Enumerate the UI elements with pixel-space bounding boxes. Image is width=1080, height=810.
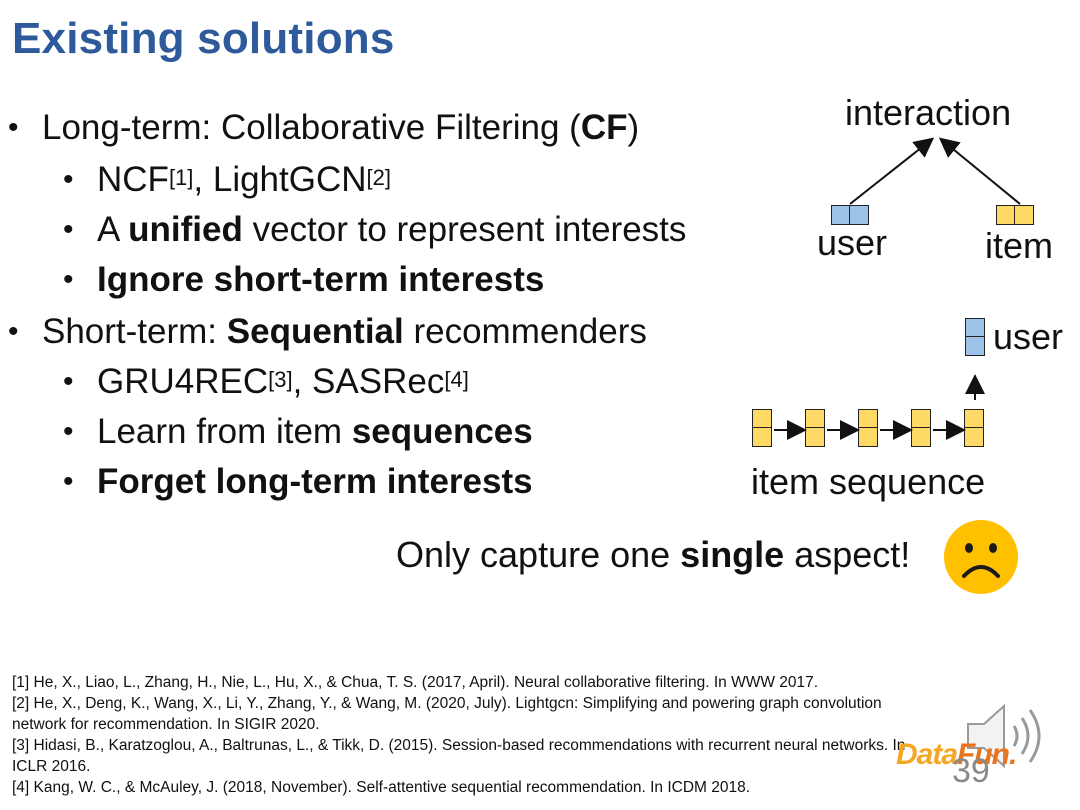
item-seq-1: [752, 409, 772, 447]
item-seq-5: [964, 409, 984, 447]
item-label: item: [985, 225, 1054, 266]
item-to-interaction-arrow: [938, 137, 1021, 205]
sequence-arrows: [774, 420, 966, 440]
bullet-ncf: •NCF[1], LightGCN[2]: [63, 160, 391, 199]
bullet-ignore: •Ignore short-term interests: [63, 260, 545, 299]
user-embedding: [831, 205, 869, 225]
reference-1: [1] He, X., Liao, L., Zhang, H., Nie, L.…: [12, 674, 819, 691]
item-embedding: [996, 205, 1034, 225]
item-seq-4: [911, 409, 931, 447]
page-number: 39: [952, 752, 990, 790]
reference-2: [2] He, X., Deng, K., Wang, X., Li, Y., …: [12, 695, 882, 712]
item-sequence-label: item sequence: [751, 461, 986, 502]
speaker-icon[interactable]: [962, 700, 1050, 772]
bullet-long-term: •Long-term: Collaborative Filtering (CF): [8, 108, 640, 147]
sad-face-icon: [944, 520, 1018, 594]
interaction-label: interaction: [845, 92, 1012, 133]
user-label-sequential: user: [993, 316, 1064, 357]
bullet-unified: •A unified vector to represent interests: [63, 210, 687, 249]
up-arrow: [965, 374, 985, 400]
datafun-logo: DataFun.: [896, 738, 1017, 771]
bullet-short-term: •Short-term: Sequential recommenders: [8, 312, 647, 351]
reference-4: [4] Kang, W. C., & McAuley, J. (2018, No…: [12, 779, 751, 796]
slide-title: Existing solutions: [12, 14, 395, 63]
reference-3-cont: ICLR 2016.: [12, 758, 91, 775]
reference-2-cont: network for recommendation. In SIGIR 202…: [12, 716, 320, 733]
bullet-forget: •Forget long-term interests: [63, 462, 533, 501]
bullet-gru4rec: •GRU4REC[3], SASRec[4]: [63, 362, 469, 401]
single-aspect-callout: Only capture one single aspect!: [396, 534, 911, 575]
item-seq-3: [858, 409, 878, 447]
user-to-interaction-arrow: [849, 137, 935, 205]
reference-3: [3] Hidasi, B., Karatzoglou, A., Baltrun…: [12, 737, 906, 754]
item-seq-2: [805, 409, 825, 447]
user-label: user: [817, 222, 888, 263]
user-embedding-vertical: [965, 318, 985, 356]
references: [1] He, X., Liao, L., Zhang, H., Nie, L.…: [12, 672, 962, 798]
interaction-arrows: [849, 137, 1021, 205]
bullet-learn: •Learn from item sequences: [63, 412, 533, 451]
